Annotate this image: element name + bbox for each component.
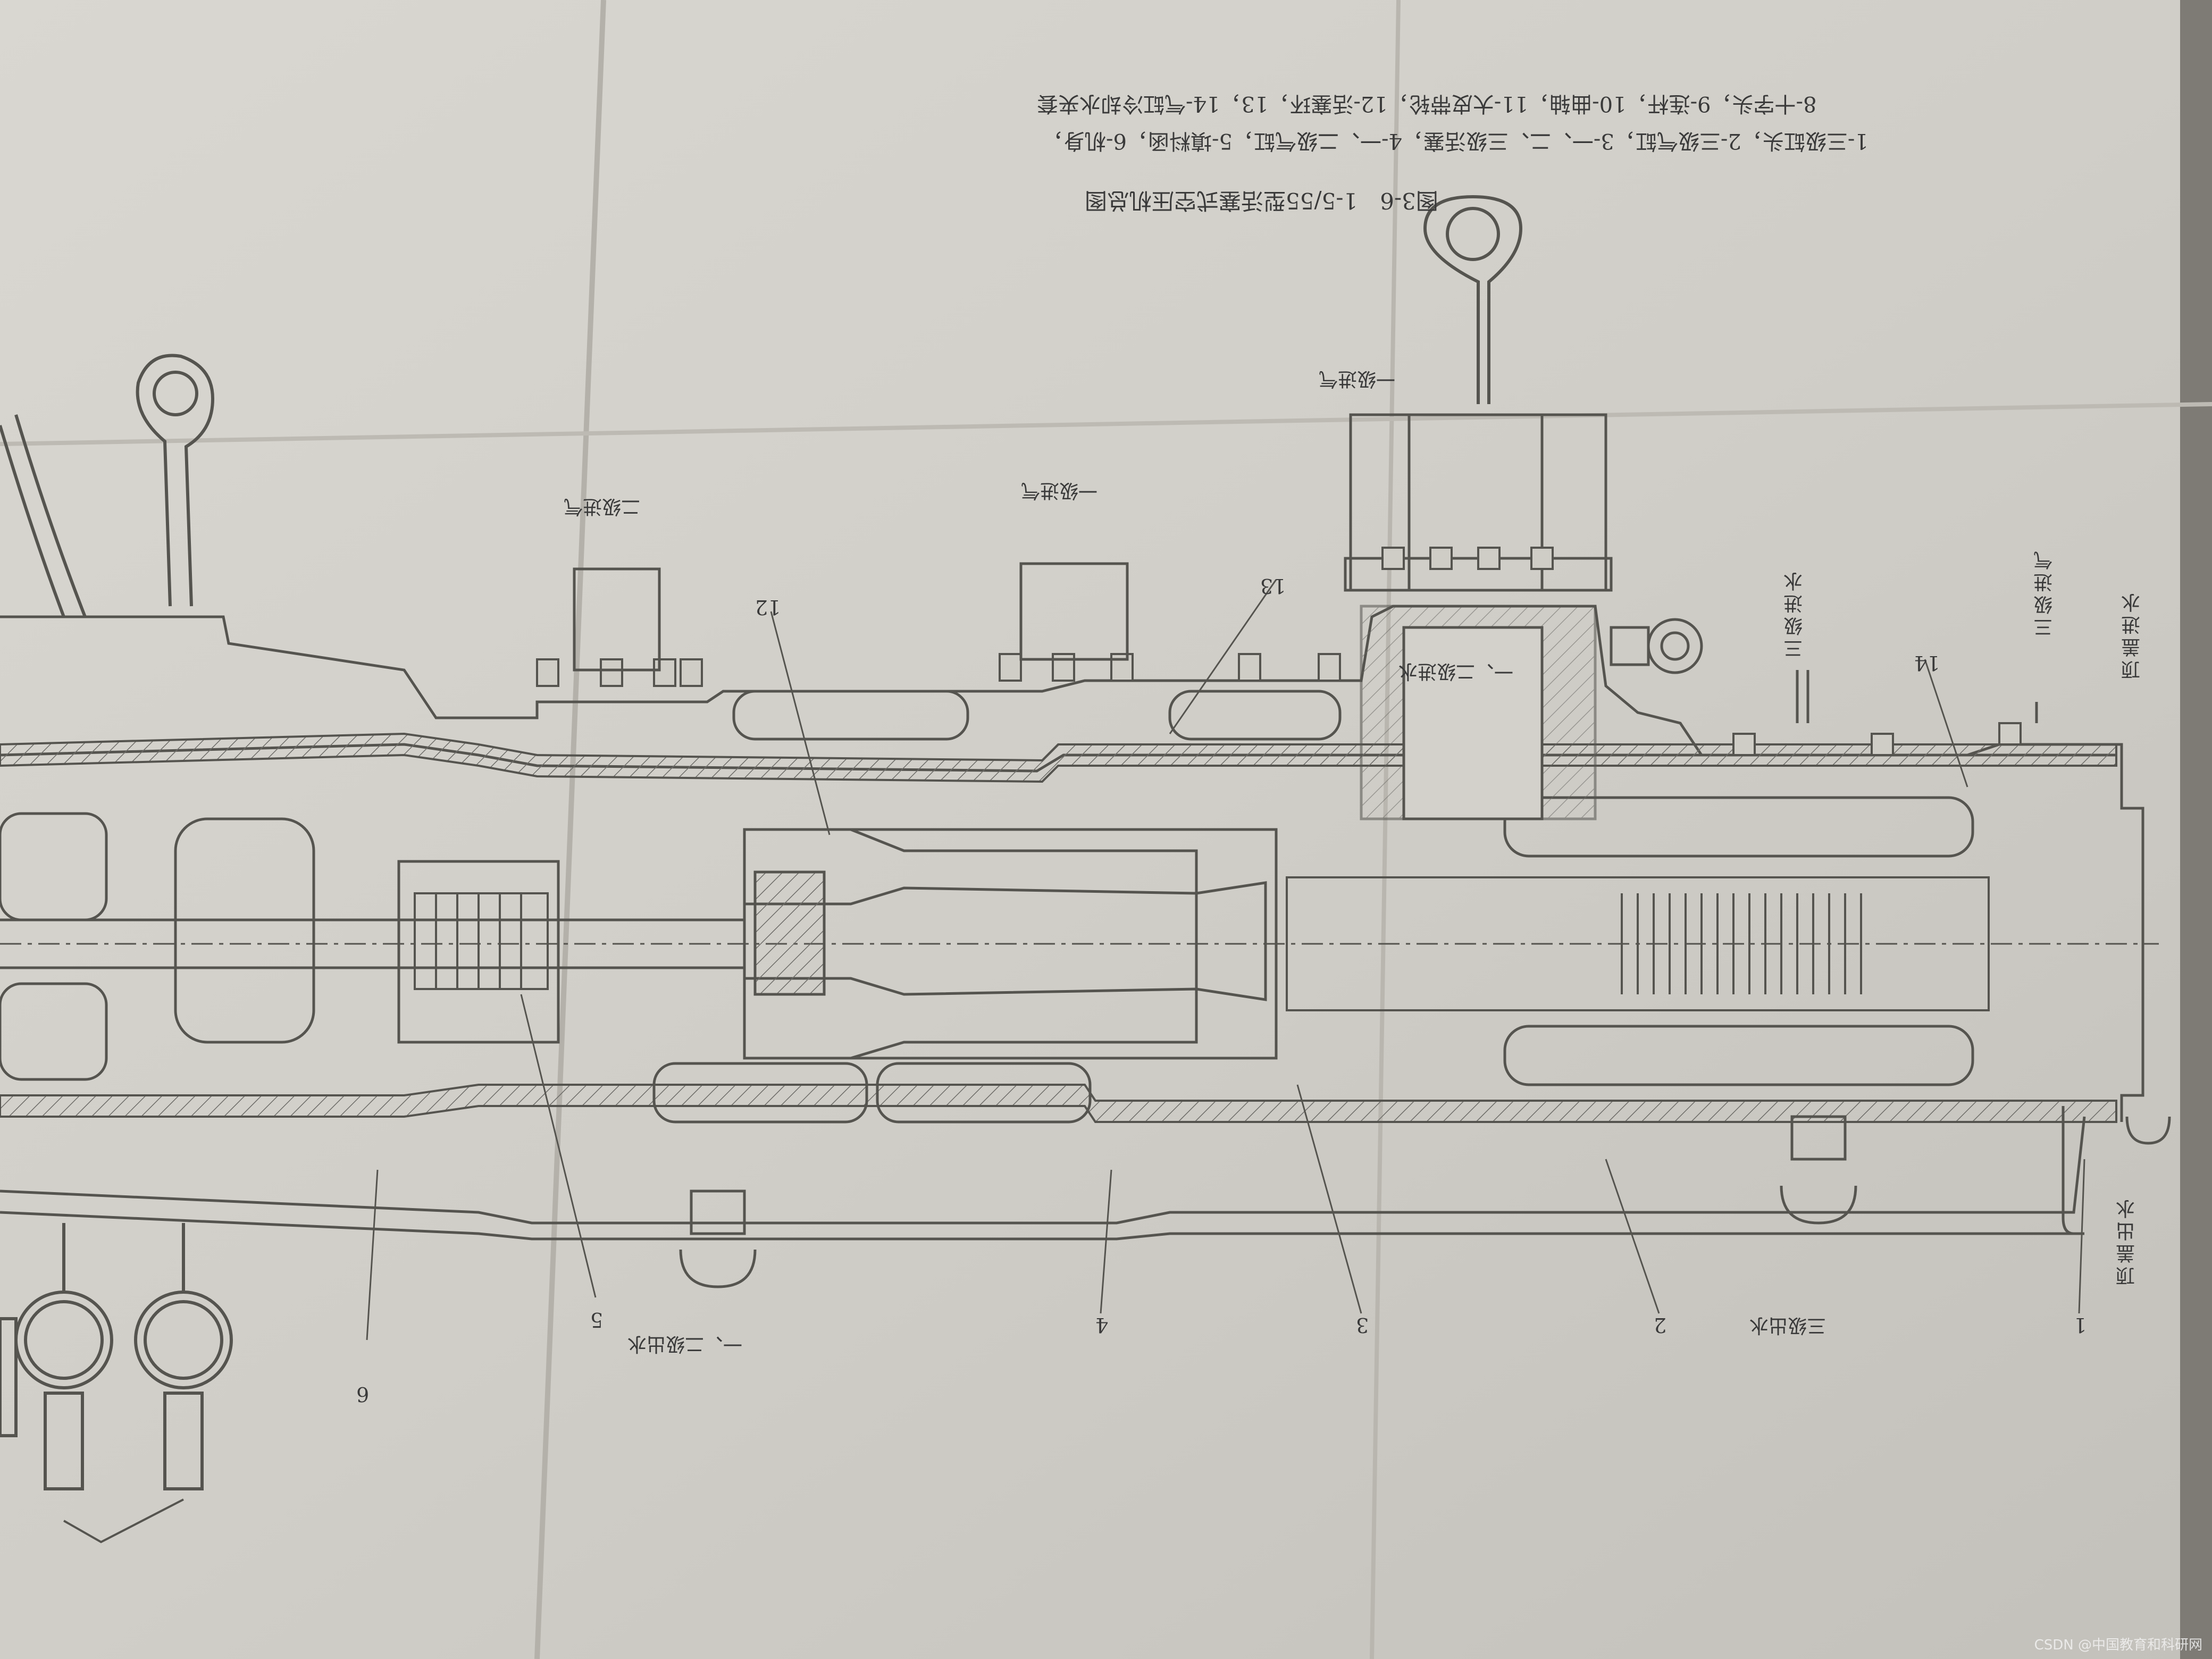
part-number-1: 1 (2074, 1313, 2087, 1337)
label-head-water-in: 顶盖进水 (2122, 590, 2143, 680)
label-stage1-air-in-top: 一级进气 (1319, 368, 1396, 390)
figure-legend-line1: 1-三级缸头，2-三级气缸，3-一、二、三级活塞，4-一、二级气缸，5-填料函，… (1042, 129, 1869, 153)
piston-rod (0, 881, 2159, 1001)
part-number-12: 12 (755, 596, 781, 619)
label-stage3-air-in: 三级进气 (2034, 548, 2056, 637)
fold-line-vertical-2 (1370, 0, 1401, 1659)
label-stage2-air-in: 二级进气 (564, 496, 641, 517)
drain-valves (679, 1115, 2171, 1288)
lower-base (0, 1106, 2086, 1241)
figure-legend-line2: 8-十字头，9-连杆，10-曲轴，11-大皮带轮，12-活塞环，13，14-气缸… (1037, 91, 1817, 116)
fold-line-vertical-1 (534, 0, 606, 1659)
label-stage12-water-in: 一、二级进水 (1398, 660, 1514, 682)
label-stage3-water-in: 三级进水 (1784, 569, 1806, 658)
part-number-6: 6 (356, 1382, 370, 1406)
lower-left-gauges (0, 1223, 233, 1490)
cylinder-head-block (1344, 413, 1613, 820)
left-pipe (0, 414, 87, 618)
label-stage1-air-in-mid: 一级进气 (1021, 480, 1098, 501)
paper-edge-shadow (2180, 0, 2212, 1659)
label-head-water-out: 顶盖出水 (2116, 1196, 2138, 1286)
stage3-piston-rings (1286, 876, 1990, 1011)
top-bolts (536, 547, 2022, 756)
part-number-5: 5 (590, 1308, 604, 1331)
packing-box (414, 892, 549, 990)
part-number-4: 4 (1095, 1313, 1109, 1337)
lower-casing-hatch (0, 1084, 2117, 1123)
part-number-14: 14 (1914, 651, 1940, 675)
label-stage12-water-out: 一、二级出水 (627, 1333, 743, 1355)
water-jacket-cavities (0, 690, 1974, 1124)
fold-line-horizontal (0, 402, 2212, 446)
part-number-2: 2 (1654, 1313, 1667, 1337)
part-number-3: 3 (1356, 1313, 1369, 1337)
label-stage3-water-out: 三级出水 (1749, 1314, 1826, 1336)
watermark: CSDN @中国教育和科研网 (2034, 1637, 2202, 1653)
stage12-piston (397, 828, 1278, 1060)
leader-lines (366, 579, 2085, 1340)
part-number-13: 13 (1260, 574, 1286, 598)
lifting-eye-left (136, 354, 215, 607)
lower-left-leader (63, 1498, 184, 1544)
figure-title: 图3-6 1-5/55型活塞式空压机总图 (1085, 188, 1438, 214)
lifting-eye-top (1423, 195, 1523, 404)
inlet-pipes (573, 562, 2038, 723)
side-fitting (1610, 618, 1703, 674)
